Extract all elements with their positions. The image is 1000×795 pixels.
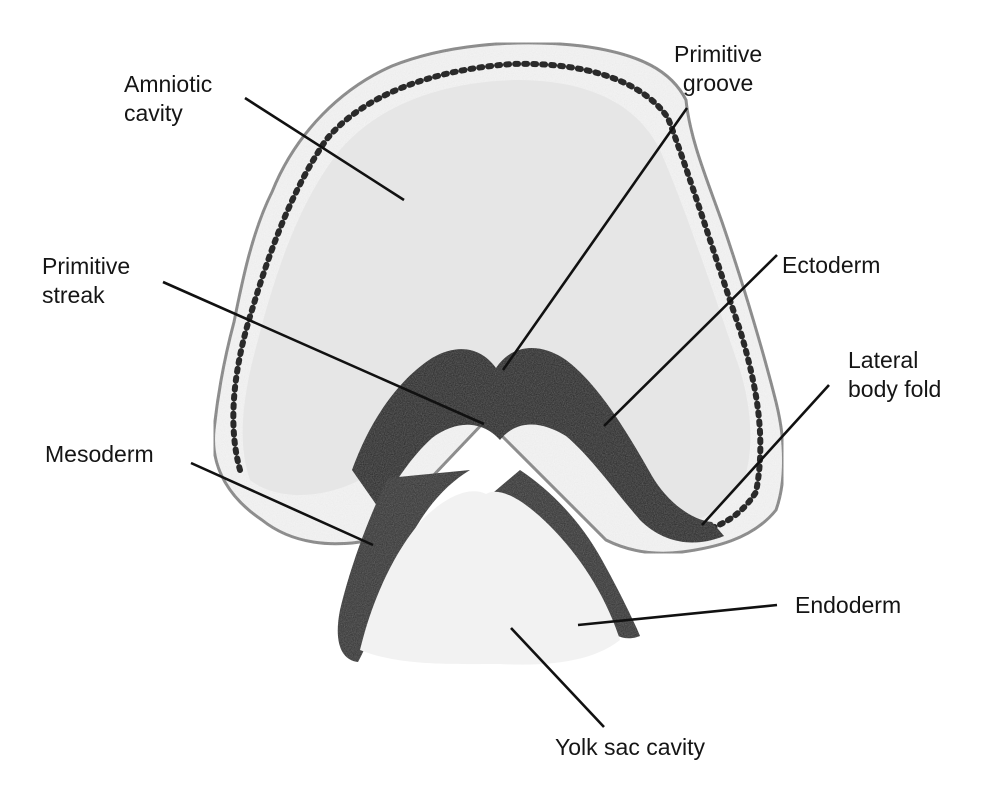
label-endoderm: Endoderm <box>795 592 902 618</box>
leader-primitive-groove <box>501 107 689 371</box>
leader-amniotic-cavity <box>244 96 405 202</box>
ectoderm-band <box>352 348 724 543</box>
leader-ectoderm <box>603 254 778 427</box>
leader-yolk-sac-cavity <box>510 627 605 728</box>
label-ectoderm: Ectoderm <box>782 252 881 278</box>
amnion-cell-lining <box>230 60 764 537</box>
amniotic-cavity-region <box>242 80 751 523</box>
label-mesoderm: Mesoderm <box>45 441 154 467</box>
leader-endoderm <box>577 603 778 627</box>
label-primitive-groove: Primitive groove <box>674 41 763 96</box>
label-amniotic-cavity: Amniotic cavity <box>124 71 213 126</box>
label-primitive-streak: Primitive streak <box>42 253 131 308</box>
yolk-sac-cavity-region <box>360 491 620 665</box>
leader-lateral-body-fold <box>701 384 830 526</box>
leader-mesoderm <box>190 461 374 547</box>
label-lateral-body-fold: Lateral body fold <box>848 347 942 402</box>
label-yolk-sac-cavity: Yolk sac cavity <box>555 734 705 760</box>
leader-primitive-streak <box>162 280 485 426</box>
leader-lines <box>162 96 830 728</box>
